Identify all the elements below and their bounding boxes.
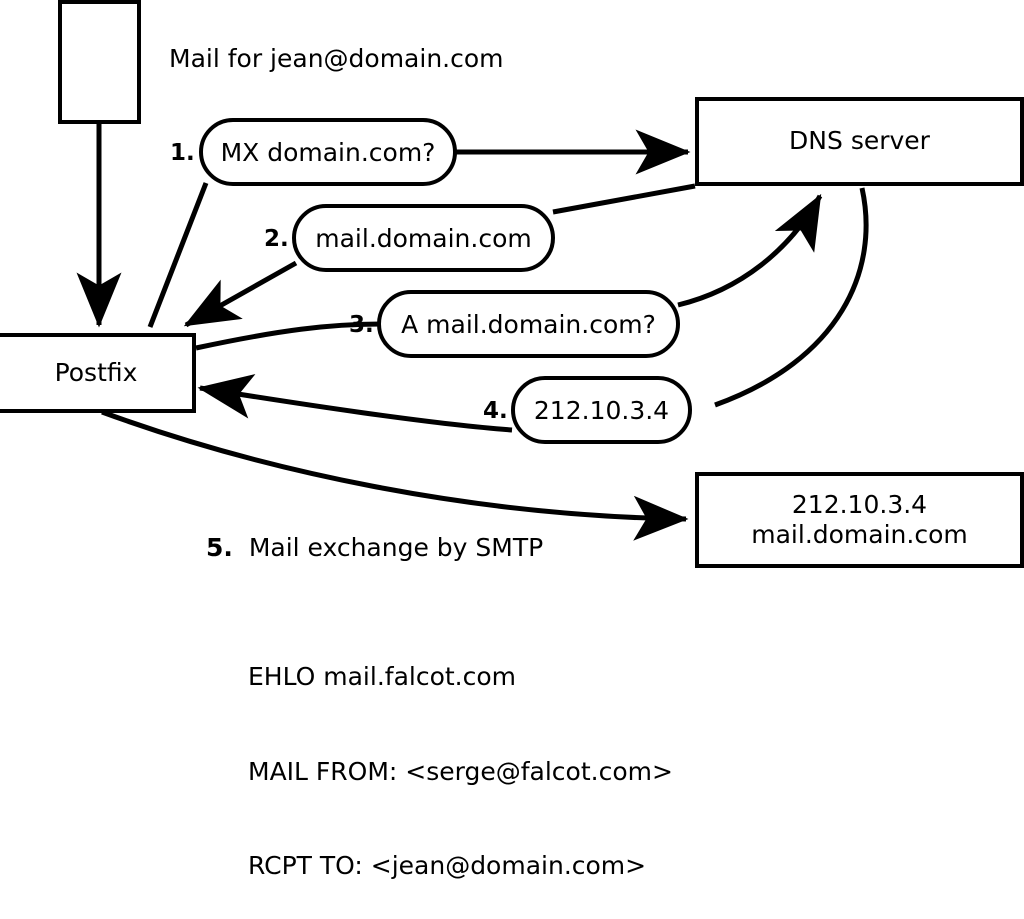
step-3-number: 3.	[349, 312, 374, 338]
step-2-text: mail.domain.com	[315, 223, 532, 253]
sender-box	[58, 0, 141, 124]
step-4-number: 4.	[483, 398, 508, 424]
connector-answer-bubble-to-postfix	[183, 260, 298, 328]
smtp-transcript: EHLO mail.falcot.com MAIL FROM: <serge@f…	[248, 598, 673, 919]
connector-dns-to-answer-bubble	[552, 183, 696, 215]
transcript-line: RCPT TO: <jean@domain.com>	[248, 851, 647, 880]
step-5-caption: 5. Mail exchange by SMTP	[206, 535, 543, 560]
target-server-ip: 212.10.3.4	[791, 489, 928, 519]
target-server-box: 212.10.3.4 mail.domain.com	[695, 472, 1024, 568]
postfix-label: Postfix	[54, 357, 138, 387]
postfix-box: Postfix	[0, 333, 196, 413]
connector-a-query-to-dns	[677, 193, 823, 308]
step-1-bubble: MX domain.com?	[199, 118, 457, 186]
transcript-line: MAIL FROM: <serge@falcot.com>	[248, 756, 673, 786]
step-2-number: 2.	[264, 226, 289, 252]
dns-server-label: DNS server	[789, 126, 930, 156]
step-1-number: 1.	[170, 140, 195, 166]
connector-dns-to-ip-bubble	[714, 187, 869, 408]
mail-for-label: Mail for jean@domain.com	[169, 44, 504, 73]
step-3-text: A mail.domain.com?	[401, 309, 656, 339]
target-server-hostname: mail.domain.com	[751, 520, 968, 549]
step-5-text: Mail exchange by SMTP	[248, 533, 544, 562]
connector-postfix-to-mx-bubble	[147, 182, 209, 328]
connector-ip-bubble-to-postfix	[197, 374, 513, 433]
step-3-bubble: A mail.domain.com?	[377, 290, 680, 358]
step-4-bubble: 212.10.3.4	[511, 376, 692, 444]
step-1-text: MX domain.com?	[220, 137, 436, 167]
dns-server-box: DNS server	[695, 97, 1024, 186]
transcript-line: EHLO mail.falcot.com	[248, 662, 517, 691]
step-5-number: 5.	[206, 533, 233, 562]
step-4-text: 212.10.3.4	[533, 395, 670, 425]
target-server-lines: 212.10.3.4 mail.domain.com	[751, 490, 967, 551]
step-2-bubble: mail.domain.com	[292, 204, 555, 272]
